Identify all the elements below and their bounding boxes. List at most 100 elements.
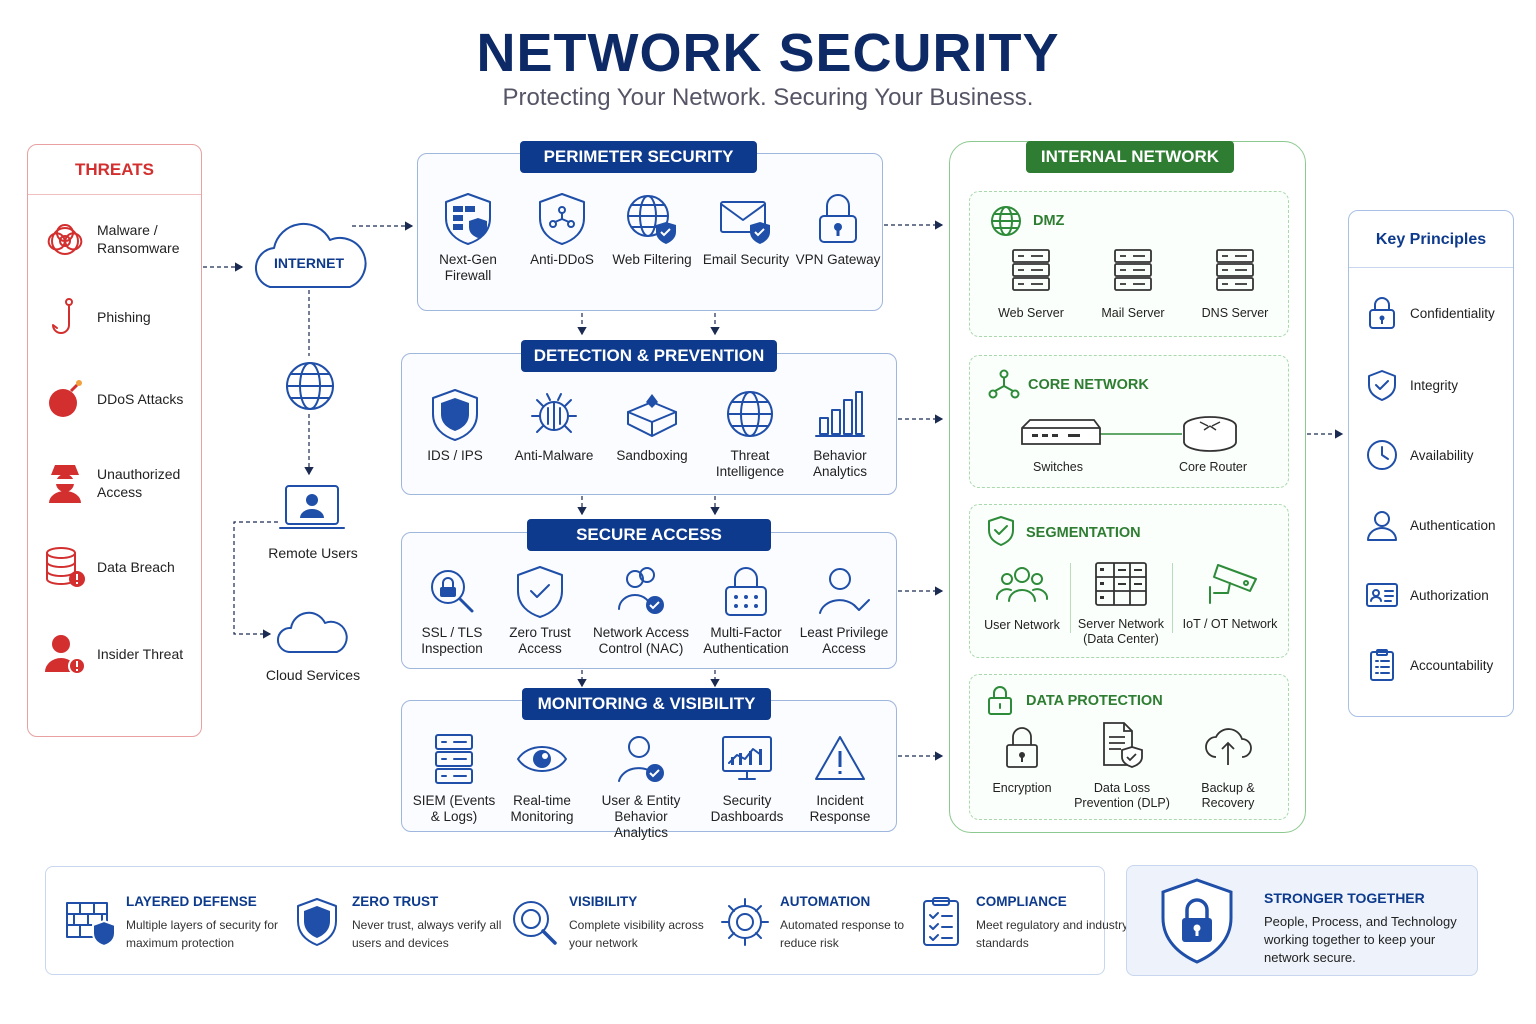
internal-network-title: INTERNAL NETWORK	[1026, 141, 1234, 173]
pillar-visibility: VISIBILITY Complete visibility across yo…	[507, 867, 722, 976]
pillar-desc: Multiple layers of security for maximum …	[126, 918, 279, 950]
shield-check-icon	[988, 516, 1014, 546]
data-protection-title: DATA PROTECTION	[1026, 693, 1163, 709]
user-group-icon	[995, 567, 1049, 602]
item-label: Anti-Malware	[514, 448, 594, 463]
lock-keypad-icon	[725, 567, 767, 616]
monitoring-title: MONITORING & VISIBILITY	[522, 688, 771, 720]
shield-lock-icon	[1161, 878, 1233, 964]
data-loss-prevention: Data Loss Prevention (DLP)	[1070, 721, 1174, 811]
item-label: Anti-DDoS	[530, 252, 594, 267]
pillar-zero-trust: ZERO TRUST Never trust, always verify al…	[290, 867, 505, 976]
server-icon	[1216, 249, 1254, 291]
pillar-title: COMPLIANCE	[976, 894, 1067, 909]
principle-confidentiality: Confidentiality	[1349, 289, 1515, 339]
anti-malware: Anti-Malware	[504, 386, 604, 464]
user-icon	[1367, 511, 1397, 541]
internet-node: INTERNET	[248, 205, 370, 291]
monitor-chart-icon	[722, 736, 772, 780]
item-label: Web Filtering	[612, 252, 692, 267]
threat-insider: Insider Threat	[28, 624, 203, 684]
threat-label: DDoS Attacks	[97, 391, 184, 407]
sandbox-icon	[627, 394, 677, 437]
shield-check-icon	[517, 566, 563, 618]
item-label: Security Dashboards	[710, 793, 784, 824]
detection-title: DETECTION & PREVENTION	[521, 340, 777, 372]
globe-shield-icon	[627, 195, 676, 244]
warning-icon	[815, 736, 865, 780]
pillar-desc: Complete visibility across your network	[569, 918, 704, 950]
segmentation-zone: SEGMENTATION User Network Server Network…	[969, 504, 1289, 658]
item-label: Sandboxing	[616, 448, 688, 463]
iot-ot-network: IoT / OT Network	[1174, 559, 1286, 632]
item-label: Data Loss Prevention (DLP)	[1074, 781, 1170, 810]
bar-chart-icon	[815, 391, 865, 437]
network-access-control: Network Access Control (NAC)	[588, 563, 694, 657]
server-icon	[1012, 249, 1050, 291]
globe-icon	[727, 391, 773, 437]
remote-users-label: Remote Users	[268, 545, 358, 561]
item-label: Multi-Factor Authentication	[703, 625, 789, 656]
server-icon	[1114, 249, 1152, 291]
eye-icon	[517, 746, 567, 772]
secure-access-section: SSL / TLS Inspection Zero Trust Access N…	[401, 532, 897, 669]
principle-label: Availability	[1410, 448, 1474, 463]
principle-label: Accountability	[1410, 658, 1494, 673]
item-label: Web Server	[998, 306, 1064, 320]
server-network: Server Network (Data Center)	[1071, 561, 1171, 647]
web-server: Web Server	[980, 248, 1082, 321]
padlock-icon	[1006, 727, 1038, 768]
secure-access-title: SECURE ACCESS	[527, 519, 771, 551]
threat-label: Unauthorized Access	[97, 466, 181, 500]
core-network-title: CORE NETWORK	[1028, 377, 1149, 393]
principle-authentication: Authentication	[1349, 501, 1515, 551]
segment-divider	[1070, 563, 1071, 633]
item-label: VPN Gateway	[795, 252, 881, 267]
database-alert-icon	[46, 547, 85, 587]
principle-label: Authentication	[1410, 518, 1496, 533]
laptop-user-icon	[279, 485, 345, 529]
data-protection-zone: DATA PROTECTION Encryption Data Loss Pre…	[969, 674, 1289, 820]
padlock-icon	[988, 686, 1012, 715]
item-label: User & Entity Behavior Analytics	[601, 793, 681, 840]
pillar-desc: Meet regulatory and industry standards	[976, 918, 1129, 950]
pillar-desc: Never trust, always verify all users and…	[352, 918, 502, 950]
magnifier-lock-icon	[431, 570, 474, 613]
next-gen-firewall: Next-Gen Firewall	[424, 190, 512, 284]
stronger-desc: People, Process, and Technology working …	[1264, 914, 1457, 965]
pillar-automation: AUTOMATION Automated response to reduce …	[718, 867, 933, 976]
pillars-bar: LAYERED DEFENSE Multiple layers of secur…	[45, 866, 1128, 976]
perimeter-title: PERIMETER SECURITY	[520, 141, 757, 173]
item-label: IDS / IPS	[427, 448, 483, 463]
threat-label: Malware / Ransomware	[97, 222, 180, 256]
internal-network-panel: DMZ Web Server Mail Server DNS Server CO…	[949, 141, 1306, 833]
threat-label: Phishing	[97, 309, 151, 325]
least-privilege-access: Least Privilege Access	[798, 563, 890, 657]
globe-icon	[286, 362, 334, 410]
behavior-analytics: Behavior Analytics	[794, 386, 886, 480]
item-label: DNS Server	[1201, 306, 1269, 320]
pillar-layered-defense: LAYERED DEFENSE Multiple layers of secur…	[64, 867, 279, 976]
hacker-icon	[49, 465, 81, 503]
vpn-gateway: VPN Gateway	[794, 190, 882, 268]
users-check-icon	[618, 567, 664, 614]
item-label: Zero Trust Access	[509, 625, 571, 656]
item-label: User Network	[984, 618, 1060, 632]
dmz-zone: DMZ Web Server Mail Server DNS Server	[969, 191, 1289, 337]
pillar-compliance: COMPLIANCE Meet regulatory and industry …	[914, 867, 1128, 976]
pillar-title: VISIBILITY	[569, 894, 638, 909]
dns-server: DNS Server	[1184, 248, 1286, 321]
principle-label: Authorization	[1410, 588, 1489, 603]
user-alert-icon	[45, 635, 86, 675]
id-card-icon	[1366, 583, 1398, 607]
item-label: Network Access Control (NAC)	[592, 625, 690, 656]
siem: SIEM (Events & Logs)	[408, 731, 500, 825]
threat-intelligence: Threat Intelligence	[702, 386, 798, 480]
network-nodes-icon	[988, 369, 1020, 399]
stronger-together-card: STRONGER TOGETHER People, Process, and T…	[1126, 865, 1478, 976]
item-label: SSL / TLS Inspection	[421, 625, 483, 656]
cloud-services-icon	[277, 611, 348, 653]
server-stack-icon	[435, 734, 473, 784]
threat-unauthorized: Unauthorized Access	[28, 453, 203, 513]
